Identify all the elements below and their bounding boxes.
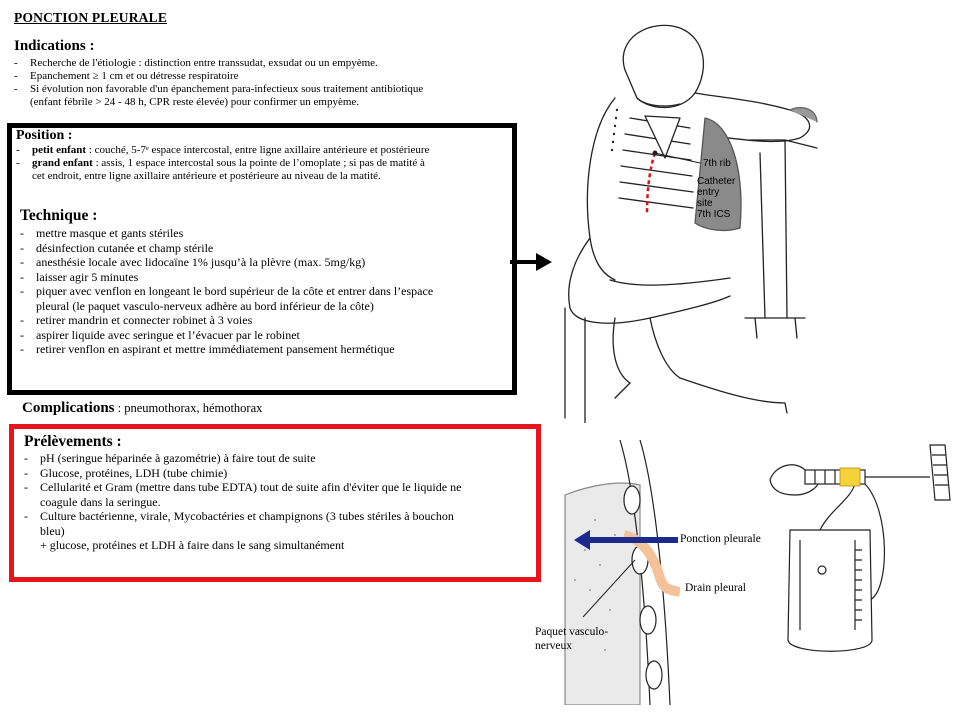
list-item: piquer avec venflon en longeant le bord …	[20, 284, 500, 299]
leader-line	[582, 559, 636, 618]
prelevements-list: pH (seringue héparinée à gazométrie) à f…	[24, 451, 529, 495]
prelevements-section: Prélèvements : pH (seringue héparinée à …	[24, 433, 529, 553]
drain-label: Drain pleural	[685, 582, 746, 594]
list-item: Epanchement ≥ 1 cm et ou détresse respir…	[14, 70, 514, 83]
complications-heading: Complications	[22, 400, 115, 416]
list-item: anesthésie locale avec lidocaïne 1% jusq…	[20, 255, 500, 270]
stopcock-icon	[839, 467, 861, 487]
list-item: Cellularité et Gram (mettre dans tube ED…	[24, 480, 529, 495]
position-technique-box	[7, 123, 517, 395]
paquet-label: Paquet vasculo- nerveux	[535, 625, 608, 653]
list-item: Glucose, protéines, LDH (tube chimie)	[24, 466, 529, 481]
prelevements-heading: Prélèvements :	[24, 433, 122, 450]
position-list: petit enfant : couché, 5-7ᵉ espace inter…	[16, 144, 496, 170]
prelevements-box	[9, 424, 541, 582]
catheter-line	[645, 152, 657, 214]
position-bold-label: grand enfant	[32, 157, 93, 169]
list-item: grand enfant : assis, 1 espace intercost…	[16, 157, 496, 170]
technique-section: Technique : mettre masque et gants stéri…	[20, 207, 500, 357]
drainage-bag-illustration	[769, 444, 951, 652]
list-item: mettre masque et gants stériles	[20, 226, 500, 241]
technique-heading: Technique :	[20, 207, 98, 224]
list-item: petit enfant : couché, 5-7ᵉ espace inter…	[16, 144, 496, 157]
position-section: Position : petit enfant : couché, 5-7ᵉ e…	[16, 128, 496, 183]
list-item: Recherche de l'étiologie : distinction e…	[14, 57, 514, 70]
landmark-dots	[610, 108, 619, 152]
ponction-label: Ponction pleurale	[680, 533, 761, 545]
list-item: Si évolution non favorable d'un épanchem…	[14, 83, 514, 96]
list-item: pH (seringue héparinée à gazométrie) à f…	[24, 451, 529, 466]
technique-list-2: retirer mandrin et connecter robinet à 3…	[20, 313, 500, 357]
position-continuation: cet endroit, entre ligne axillaire antér…	[32, 170, 381, 182]
list-item: retirer mandrin et connecter robinet à 3…	[20, 313, 500, 328]
catheter-label-1: Catheter	[697, 176, 736, 187]
complications-line: Complications : pneumothorax, hémothorax	[22, 400, 262, 417]
paquet-label-2: nerveux	[535, 640, 573, 652]
list-item: retirer venflon en aspirant et mettre im…	[20, 342, 500, 357]
list-item: aspirer liquide avec seringue et l’évacu…	[20, 328, 500, 343]
prelevements-continuation: coagule dans la seringue.	[40, 494, 161, 509]
rib-label: 7th rib	[703, 158, 731, 169]
indications-section: Indications : Recherche de l'étiologie :…	[14, 38, 514, 109]
indications-list: Recherche de l'étiologie : distinction e…	[14, 57, 514, 96]
list-item: désinfection cutanée et champ stérile	[20, 241, 500, 256]
list-item: laisser agir 5 minutes	[20, 270, 500, 285]
catheter-label-4: 7th ICS	[697, 209, 731, 220]
position-text: : assis, 1 espace intercostal sous la po…	[92, 157, 425, 169]
prelevements-continuation: bleu)	[40, 523, 65, 538]
technique-list: mettre masque et gants stériles désinfec…	[20, 226, 500, 299]
prelevements-continuation: + glucose, protéines et LDH à faire dans…	[40, 538, 345, 552]
page-title: PONCTION PLEURALE	[14, 10, 168, 25]
seated-patient-illustration: 7th rib Catheter entry site 7th ICS	[564, 24, 818, 423]
position-bold-label: petit enfant	[32, 144, 87, 156]
prelevements-list-2: Culture bactérienne, virale, Mycobactéri…	[24, 509, 529, 524]
indications-continuation: (enfant fébrile > 24 - 48 h, CPR reste é…	[30, 96, 360, 108]
position-text: : couché, 5-7ᵉ espace intercostal, entre…	[86, 144, 430, 156]
arrow-left-icon	[574, 530, 590, 550]
arrow-right-icon	[510, 253, 552, 271]
technique-continuation: pleural (le paquet vasculo-nerveux adhèr…	[36, 298, 374, 313]
catheter-label-3: site	[697, 198, 713, 209]
catheter-label-2: entry	[697, 187, 719, 198]
position-heading: Position :	[16, 128, 73, 143]
indications-heading: Indications :	[14, 38, 95, 54]
paquet-label-1: Paquet vasculo-	[535, 626, 609, 638]
list-item: Culture bactérienne, virale, Mycobactéri…	[24, 509, 529, 524]
complications-text: : pneumothorax, hémothorax	[114, 401, 263, 415]
chest-wall-section-illustration	[564, 440, 680, 705]
